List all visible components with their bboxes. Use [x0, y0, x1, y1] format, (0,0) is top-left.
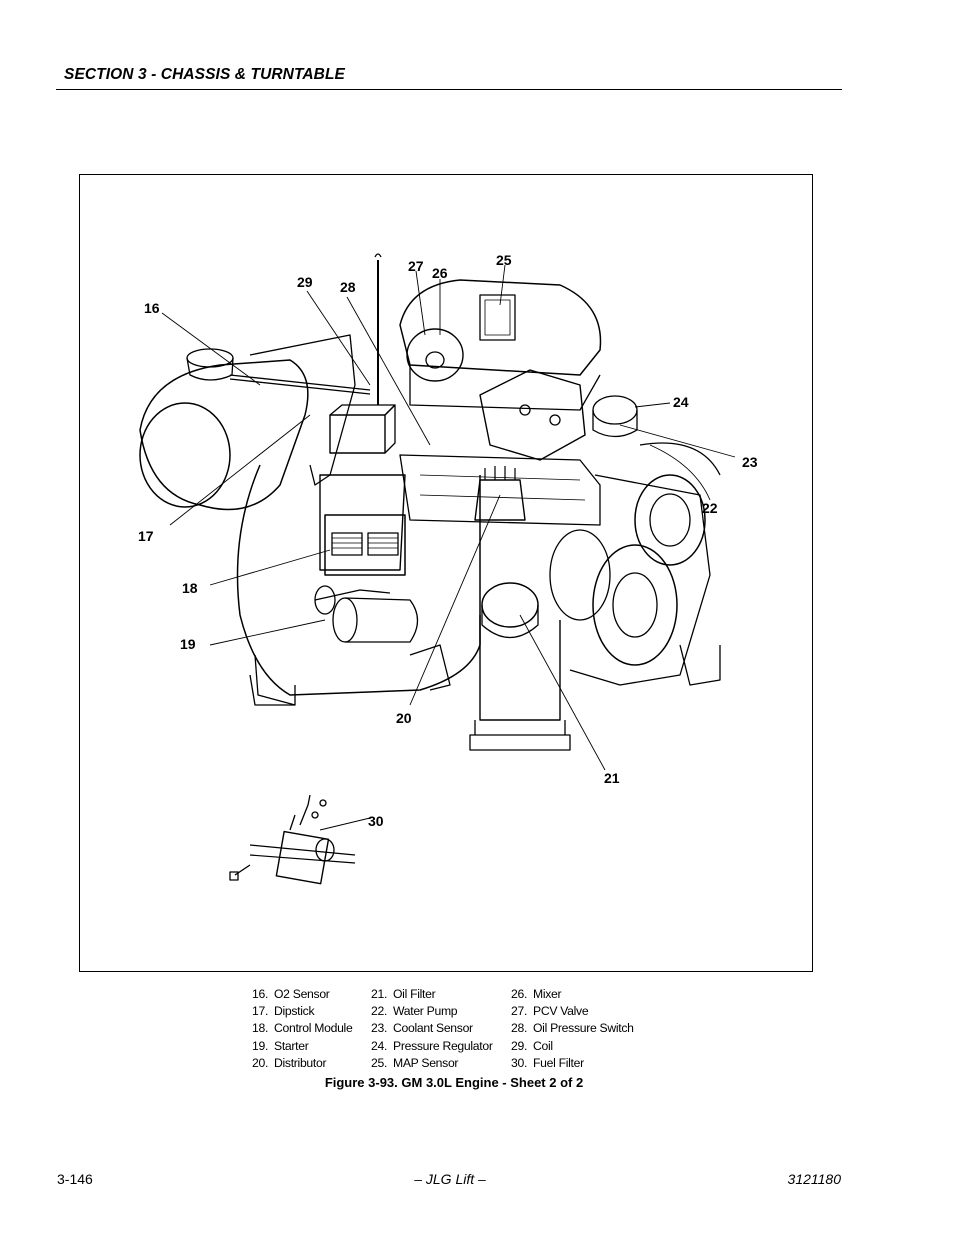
callout-21: 21 — [604, 770, 620, 786]
legend-label: Water Pump — [393, 1004, 458, 1019]
legend-label: Distributor — [274, 1055, 327, 1070]
header-rule — [56, 89, 842, 90]
section-title: SECTION 3 - CHASSIS & TURNTABLE — [64, 66, 345, 83]
legend-label: Control Module — [274, 1021, 353, 1036]
legend-number: 27. — [511, 1004, 528, 1019]
legend-number: 16. — [252, 987, 269, 1001]
legend-item: 24. Pressure Regulator — [371, 1038, 511, 1055]
page-number: 3-146 — [57, 1171, 93, 1187]
legend-item: 20. Distributor — [252, 1055, 371, 1072]
figure-caption-text: Figure 3-93. GM 3.0L Engine - Sheet 2 of… — [324, 1075, 584, 1090]
callout-24: 24 — [673, 394, 689, 410]
legend-label: Mixer — [533, 987, 562, 1001]
legend-item: 16. O2 Sensor — [252, 986, 371, 1003]
parts-legend: 16. O2 Sensor 17. Dipstick 18. Control Modu… — [252, 986, 651, 1072]
legend-item: 21. Oil Filter — [371, 986, 511, 1003]
legend-label: Oil Pressure Switch — [533, 1021, 634, 1036]
footer-publisher: – JLG Lift – — [414, 1171, 486, 1187]
callout-18: 18 — [182, 580, 198, 596]
legend-item: 30. Fuel Filter — [511, 1055, 651, 1072]
legend-item: 28. Oil Pressure Switch — [511, 1020, 651, 1037]
legend-item: 25. MAP Sensor — [371, 1055, 511, 1072]
legend-number: 18. — [252, 1021, 269, 1036]
callout-19: 19 — [180, 636, 196, 652]
legend-label: Pressure Regulator — [393, 1038, 493, 1053]
figure-caption: Figure 3-93. GM 3.0L Engine - Sheet 2 of… — [0, 1075, 954, 1090]
legend-label: O2 Sensor — [274, 987, 330, 1001]
legend-number: 20. — [252, 1055, 269, 1070]
document-number: 3121180 — [787, 1171, 841, 1187]
engine-illustration — [139, 253, 736, 885]
legend-item: 18. Control Module — [252, 1020, 371, 1037]
legend-number: 29. — [511, 1038, 528, 1053]
legend-label: Dipstick — [274, 1004, 315, 1019]
legend-label: Starter — [274, 1038, 309, 1053]
callout-22: 22 — [702, 500, 718, 516]
legend-number: 17. — [252, 1004, 269, 1019]
legend-item: 22. Water Pump — [371, 1003, 511, 1020]
legend-label: Fuel Filter — [533, 1055, 584, 1070]
callout-28: 28 — [340, 279, 356, 295]
callout-29: 29 — [297, 274, 313, 290]
legend-item: 27. PCV Valve — [511, 1003, 651, 1020]
callout-30: 30 — [368, 813, 384, 829]
legend-number: 26. — [511, 987, 528, 1001]
callout-17: 17 — [138, 528, 154, 544]
legend-column-2: 21. Oil Filter 22. Water Pump 23. Coolant S… — [371, 986, 511, 1072]
legend-label: Coil — [533, 1038, 553, 1053]
callout-27: 27 — [408, 258, 424, 274]
legend-item: 23. Coolant Sensor — [371, 1020, 511, 1037]
legend-label: MAP Sensor — [393, 1055, 459, 1070]
figure-frame: 16 17 18 19 20 21 22 23 24 25 26 27 28 2… — [79, 174, 813, 972]
callout-20: 20 — [396, 710, 412, 726]
legend-number: 22. — [371, 1004, 388, 1019]
callout-25: 25 — [496, 252, 512, 268]
callout-26: 26 — [432, 265, 448, 281]
legend-column-1: 16. O2 Sensor 17. Dipstick 18. Control Modu… — [252, 986, 371, 1072]
callout-16: 16 — [144, 300, 160, 316]
legend-number: 21. — [371, 987, 388, 1001]
legend-label: Coolant Sensor — [393, 1021, 473, 1036]
legend-label: Oil Filter — [393, 987, 436, 1001]
legend-item: 19. Starter — [252, 1038, 371, 1055]
legend-number: 23. — [371, 1021, 388, 1036]
callout-23: 23 — [742, 454, 758, 470]
legend-number: 30. — [511, 1055, 528, 1070]
legend-number: 28. — [511, 1021, 528, 1036]
legend-number: 24. — [371, 1038, 388, 1053]
legend-column-3: 26. Mixer 27. PCV Valve 28. Oil Pressure Sw… — [511, 986, 651, 1072]
legend-item: 29. Coil — [511, 1038, 651, 1055]
legend-item: 26. Mixer — [511, 986, 651, 1003]
legend-item: 17. Dipstick — [252, 1003, 371, 1020]
legend-number: 19. — [252, 1038, 269, 1053]
legend-label: PCV Valve — [533, 1004, 589, 1019]
legend-number: 25. — [371, 1055, 388, 1070]
